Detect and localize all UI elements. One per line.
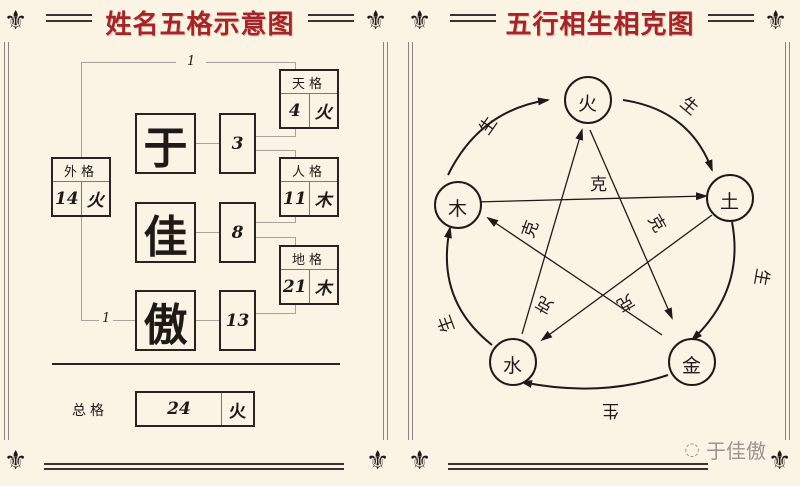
connector: [195, 143, 220, 144]
grid-element: 火: [314, 103, 332, 123]
bottom-border: [448, 463, 708, 470]
grid-value: 21: [281, 270, 310, 303]
watermark: ◌ 于佳傲: [684, 435, 766, 464]
connector: [195, 320, 220, 321]
connector: [81, 215, 82, 320]
wuxing-panel: ⚜ 五行相生相克图 ⚜: [400, 0, 800, 486]
border-line: [785, 42, 790, 440]
fleur-ornament-icon: ⚜: [408, 446, 432, 476]
connector: [81, 62, 82, 162]
fleur-ornament-icon: ⚜: [764, 6, 788, 36]
connector: [255, 222, 295, 223]
element-metal: [668, 338, 716, 386]
connector: [81, 62, 176, 63]
element-water: [489, 338, 537, 386]
zong-ge-box: 24 火: [135, 391, 255, 427]
metal-label: 金: [682, 355, 702, 377]
bottom-connector-label: 1: [102, 311, 111, 326]
page-title: 姓名五格示意图: [105, 10, 295, 40]
grid-value: 14: [53, 182, 82, 215]
connector: [295, 215, 296, 223]
fleur-ornament-icon: ⚜: [4, 446, 28, 476]
zong-ge-label: 总格: [72, 403, 108, 419]
connector: [295, 128, 296, 137]
wechat-icon: ◌: [684, 439, 700, 460]
connector: [195, 232, 220, 233]
fleur-ornament-icon: ⚜: [364, 6, 388, 36]
connector: [295, 237, 296, 247]
name-char-box: 于: [135, 113, 196, 174]
stroke-count-box: 3: [219, 113, 256, 174]
connector: [113, 320, 135, 321]
stroke-count-box: 13: [219, 290, 256, 351]
border-line: [408, 42, 413, 440]
ke-label: 克: [590, 175, 607, 195]
grid-element: 木: [314, 279, 332, 299]
fleur-ornament-icon: ⚜: [366, 446, 390, 476]
top-connector-label: 1: [187, 54, 196, 69]
page-title: 五行相生相克图: [505, 10, 695, 40]
grid-label: 地格: [281, 247, 337, 270]
connector: [255, 237, 295, 238]
grid-value: 11: [281, 182, 310, 215]
name-char-box: 佳: [135, 202, 196, 263]
connector: [206, 62, 296, 63]
fleur-ornament-icon: ⚜: [408, 6, 432, 36]
zong-ge-value: 24: [137, 393, 222, 425]
watermark-text: 于佳傲: [706, 439, 766, 463]
border-line: [4, 42, 9, 440]
fire-label: 火: [578, 93, 598, 115]
connector: [295, 305, 296, 314]
grid-label: 天格: [281, 71, 337, 94]
connector: [81, 320, 99, 321]
sheng-label: 生: [602, 400, 619, 420]
grid-value: 4: [281, 94, 310, 127]
element-fire: [564, 76, 612, 124]
title-dash: [46, 14, 92, 22]
connector: [255, 150, 295, 151]
wuxing-cycle-diagram: [434, 76, 754, 390]
title-dash: [308, 14, 354, 22]
water-label: 水: [503, 355, 523, 377]
border-line: [383, 42, 388, 440]
earth-label: 土: [720, 191, 740, 213]
connector: [295, 150, 296, 158]
element-wood: [434, 181, 482, 229]
connector: [295, 62, 296, 70]
title-dash: [708, 14, 754, 22]
grid-label: 外格: [53, 159, 109, 182]
fleur-ornament-icon: ⚜: [768, 446, 792, 476]
zong-ge-element: 火: [229, 401, 246, 422]
connector: [255, 136, 295, 137]
bottom-border: [44, 463, 344, 470]
stroke-count-box: 8: [219, 202, 256, 263]
grid-label: 人格: [281, 159, 337, 182]
divider: [52, 363, 340, 365]
wood-label: 木: [448, 198, 468, 220]
grid-element: 火: [86, 191, 104, 211]
element-earth: [706, 174, 754, 222]
connector: [255, 313, 295, 314]
name-char-box: 傲: [135, 290, 196, 351]
title-dash: [450, 14, 496, 22]
fleur-ornament-icon: ⚜: [4, 6, 28, 36]
grid-element: 木: [314, 191, 332, 211]
